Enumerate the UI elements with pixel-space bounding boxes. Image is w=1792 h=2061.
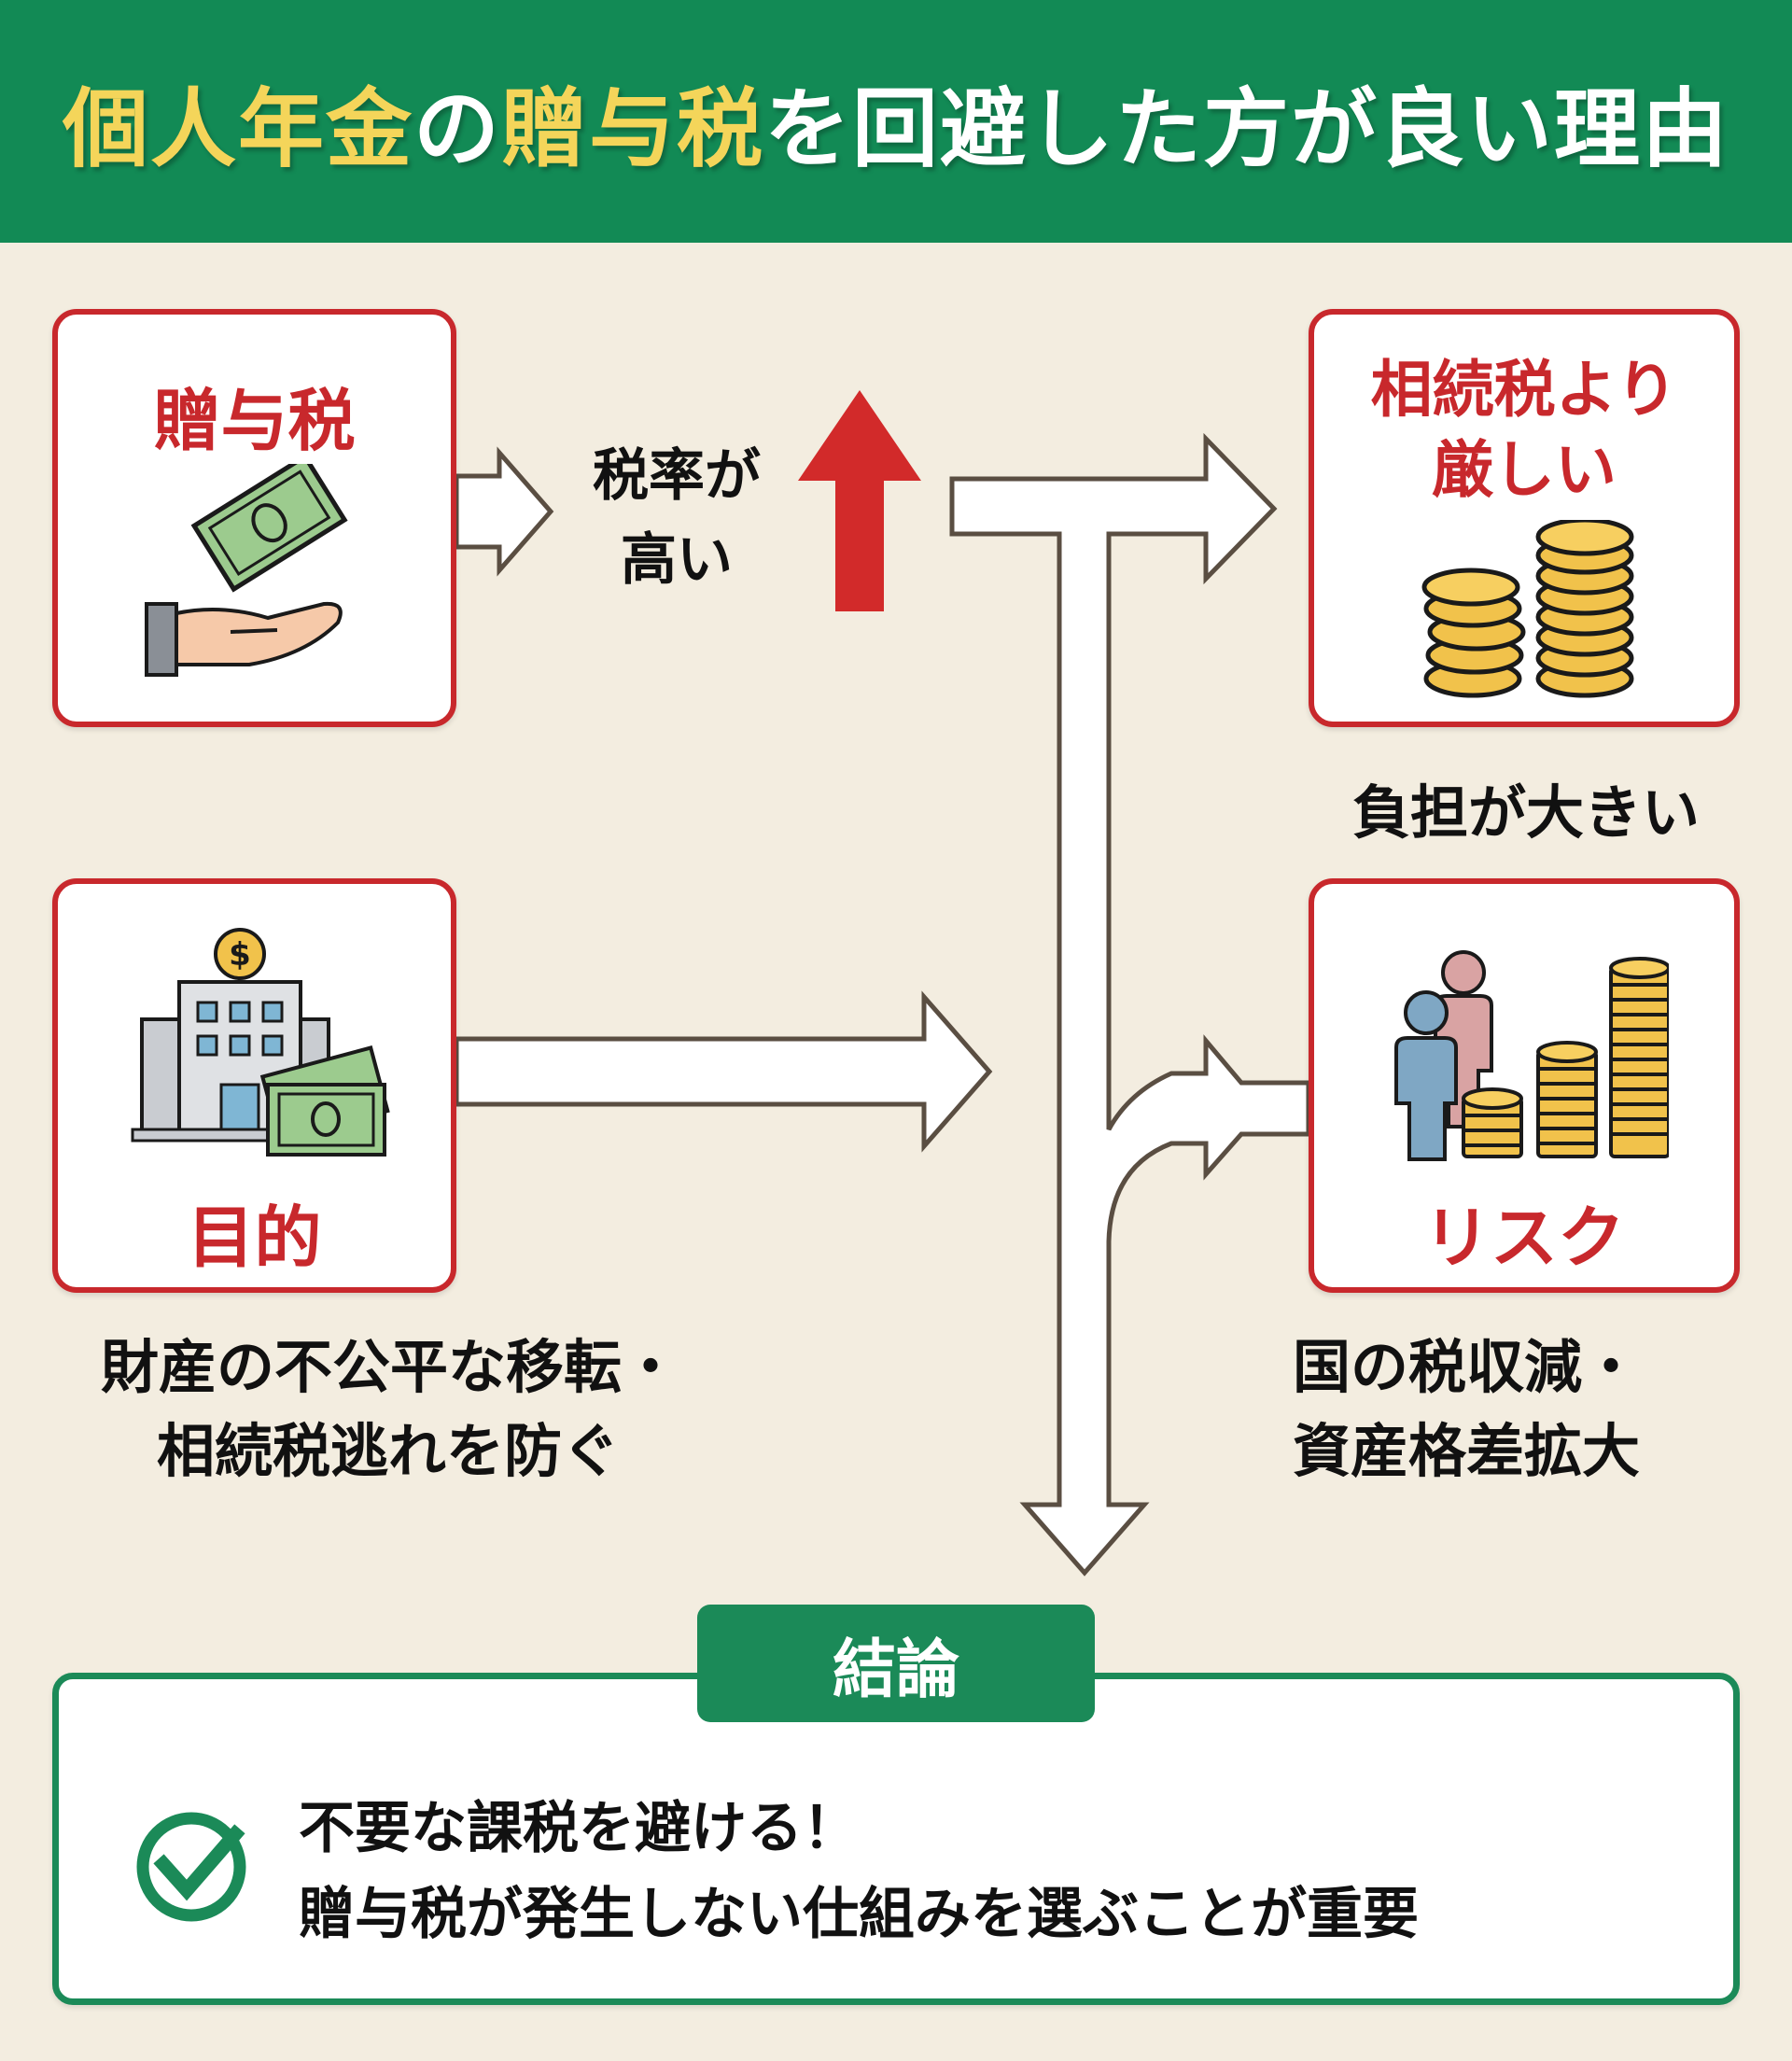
caption-risk-line1: 国の税収減・: [1293, 1333, 1641, 1401]
card-risk: リスク: [1309, 878, 1740, 1293]
header-banner: 個人年金の贈与税を回避した方が良い理由: [0, 0, 1792, 243]
people-coins-icon: [1394, 950, 1669, 1161]
caption-purpose: 財産の不公平な移転・ 相続税逃れを防ぐ: [56, 1325, 803, 1493]
caption-burden: 負担が大きい: [1351, 778, 1700, 847]
caption-risk: 国の税収減・ 資産格差拡大: [1293, 1325, 1759, 1493]
bank-money-icon: $: [131, 928, 390, 1157]
card-gift-tax-label: 贈与税: [153, 382, 356, 460]
card-gift-tax: 贈与税: [52, 309, 456, 727]
title-part: を回避した方が良い理由: [764, 78, 1730, 179]
caption-high-rate: 税率が 高い: [560, 434, 793, 602]
red-up-arrow-icon: [798, 390, 921, 611]
card-purpose: $ 目的: [52, 878, 456, 1293]
card-risk-label: リスク: [1422, 1199, 1625, 1277]
caption-high-rate-line2: 高い: [621, 527, 733, 593]
page-title: 個人年金の贈与税を回避した方が良い理由: [63, 60, 1729, 184]
title-part: 贈与税: [501, 78, 765, 179]
svg-text:$: $: [229, 936, 251, 974]
caption-purpose-line2: 相続税逃れを防ぐ: [157, 1417, 621, 1485]
card-purpose-label: 目的: [187, 1199, 322, 1277]
arrow-purpose-to-trunk: [454, 990, 993, 1153]
check-circle-icon: [136, 1812, 246, 1922]
title-part: の: [413, 78, 501, 179]
conclusion-line1: 不要な課税を避ける！: [299, 1796, 859, 1861]
caption-risk-line2: 資産格差拡大: [1293, 1417, 1641, 1485]
caption-high-rate-line1: 税率が: [593, 443, 761, 509]
conclusion-line2: 贈与税が発生しない仕組みを選ぶことが重要: [299, 1882, 1419, 1947]
title-part: 個人年金: [62, 78, 413, 179]
card-stricter-label-line1: 相続税より: [1370, 354, 1678, 426]
arrow-gift-to-rate: [454, 446, 554, 577]
coin-stacks-icon: [1421, 520, 1634, 698]
caption-purpose-line1: 財産の不公平な移転・: [101, 1333, 680, 1401]
conclusion-tab: 結論: [697, 1605, 1095, 1722]
card-stricter-label-line2: 厳しい: [1432, 434, 1617, 506]
hand-money-icon: [145, 464, 348, 677]
card-stricter: 相続税より 厳しい: [1309, 309, 1740, 727]
card-stricter-label: 相続税より 厳しい: [1314, 350, 1734, 511]
conclusion-box: [52, 1673, 1740, 2005]
arrow-trunk-t: [949, 432, 1311, 1577]
